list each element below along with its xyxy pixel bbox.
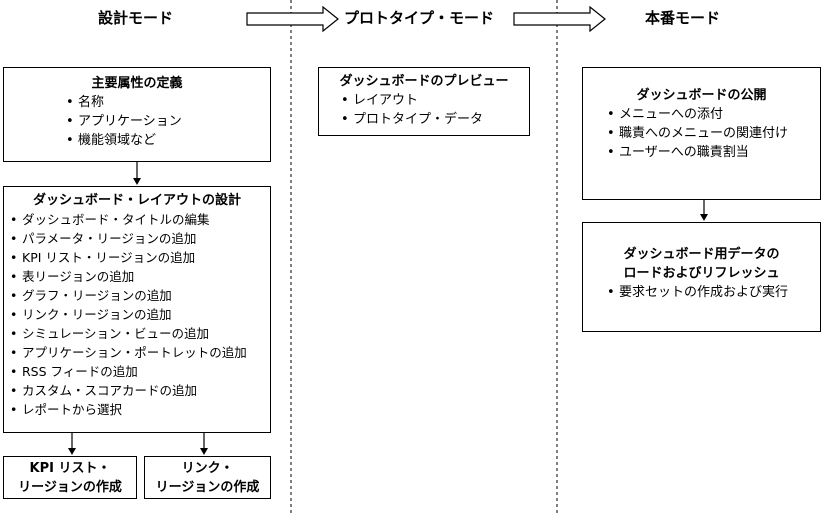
box-title-line: ダッシュボード用データの xyxy=(623,247,780,262)
mode-arrow-2 xyxy=(513,5,606,33)
mode-arrow-1 xyxy=(246,5,339,33)
box-title: ダッシュボード・レイアウトの設計 xyxy=(32,193,241,208)
box-dashboard-preview: ダッシュボードのプレビュー レイアウト プロトタイプ・データ xyxy=(318,67,530,136)
box-title: ダッシュボードのプレビュー xyxy=(339,74,509,89)
arrowhead xyxy=(200,448,208,455)
box-title: ダッシュボードの公開 xyxy=(636,88,767,103)
list-item: プロトタイプ・データ xyxy=(341,110,529,129)
list-item: シミュレーション・ビューの追加 xyxy=(10,324,270,343)
box-title-line: ロードおよびリフレッシュ xyxy=(623,266,780,281)
list-item: RSS フィードの追加 xyxy=(10,362,270,381)
list-item: KPI リスト・リージョンの追加 xyxy=(10,248,270,267)
header-prototype-mode: プロトタイプ・モード xyxy=(344,9,495,27)
box-publish-dashboard: ダッシュボードの公開 メニューへの添付 職責へのメニューの関連付け ユーザーへの… xyxy=(582,67,821,200)
arrowhead xyxy=(68,448,76,455)
box-create-kpi-region: KPI リスト・ リージョンの作成 xyxy=(3,456,137,499)
header-production-mode: 本番モード xyxy=(645,9,721,27)
list-item: 職責へのメニューの関連付け xyxy=(607,124,820,143)
box-title: 主要属性の定義 xyxy=(91,76,183,91)
list-item: カスタム・スコアカードの追加 xyxy=(10,381,270,400)
arrowhead xyxy=(700,214,708,221)
box-title-line: リージョンの作成 xyxy=(155,480,260,495)
box-create-link-region: リンク・ リージョンの作成 xyxy=(144,456,271,499)
list-item: 要求セットの作成および実行 xyxy=(607,283,820,302)
box-title-line: リージョンの作成 xyxy=(18,480,122,495)
list-item: レイアウト xyxy=(341,91,529,110)
box-title-line: リンク・ xyxy=(181,461,234,476)
list-item: ユーザーへの職責割当 xyxy=(607,143,820,162)
list-item: アプリケーション・ポートレットの追加 xyxy=(10,343,270,362)
list-item: 名称 xyxy=(66,93,270,112)
list-item: ダッシュボード・タイトルの編集 xyxy=(10,210,270,229)
box-define-attributes: 主要属性の定義 名称 アプリケーション 機能領域など xyxy=(3,67,271,162)
list-item: メニューへの添付 xyxy=(607,105,820,124)
list-item: グラフ・リージョンの追加 xyxy=(10,286,270,305)
list-item: 機能領域など xyxy=(66,131,270,150)
list-item: 表リージョンの追加 xyxy=(10,267,270,286)
box-load-refresh-data: ダッシュボード用データの ロードおよびリフレッシュ 要求セットの作成および実行 xyxy=(582,222,821,332)
arrowhead xyxy=(133,178,141,185)
box-design-layout: ダッシュボード・レイアウトの設計 ダッシュボード・タイトルの編集 パラメータ・リ… xyxy=(3,186,271,433)
list-item: レポートから選択 xyxy=(10,400,270,419)
list-item: アプリケーション xyxy=(66,112,270,131)
list-item: パラメータ・リージョンの追加 xyxy=(10,229,270,248)
list-item: リンク・リージョンの追加 xyxy=(10,305,270,324)
header-design-mode: 設計モード xyxy=(98,9,174,27)
box-title-line: KPI リスト・ xyxy=(29,461,111,476)
